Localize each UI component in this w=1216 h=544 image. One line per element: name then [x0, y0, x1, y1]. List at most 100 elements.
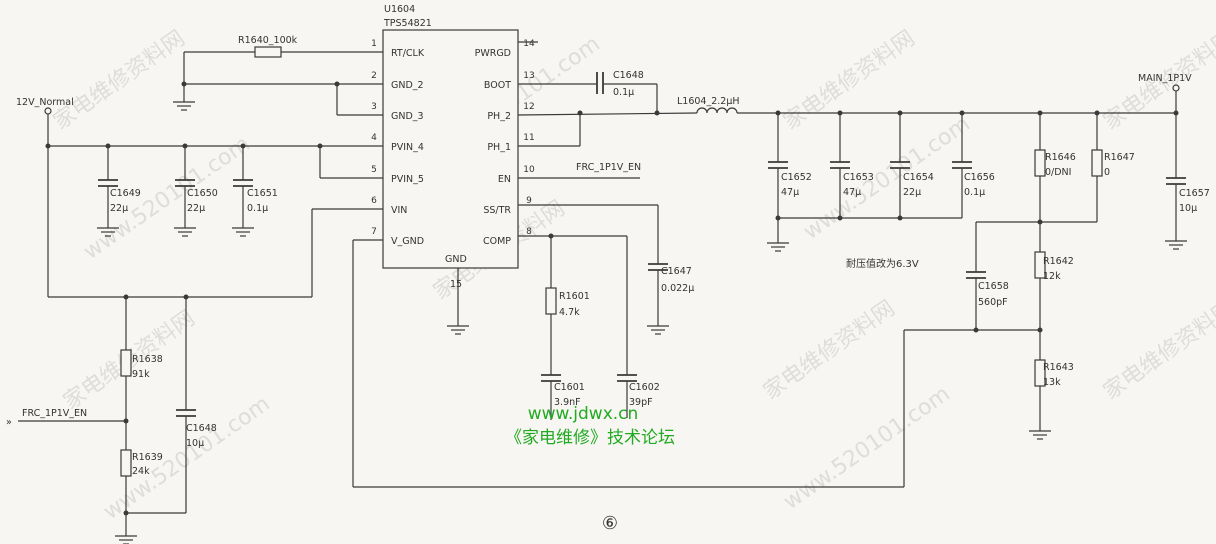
watermark-cn: 家电维修资料网 — [759, 296, 900, 405]
pin-name-pvin-4: PVIN_4 — [391, 142, 424, 153]
pin-name-boot: BOOT — [484, 80, 511, 91]
pin-name-pwrgd: PWRGD — [475, 48, 511, 59]
c1649-ref: C1649 — [110, 188, 141, 199]
c1602-ref: C1602 — [629, 382, 660, 393]
inductor-label: L1604_2.2μH — [677, 96, 740, 107]
r1643-ref: R1643 — [1043, 362, 1074, 373]
c1649-value: 22μ — [110, 203, 128, 214]
figure-number: ⑥ — [602, 513, 618, 534]
r1642-ref: R1642 — [1043, 256, 1074, 267]
r1638-value: 91k — [132, 369, 150, 380]
pin-number: 10 — [523, 165, 535, 175]
annotations: www.jdwx.cn 《家电维修》技术论坛 ⑥ — [505, 404, 675, 534]
c1652-ref: C1652 — [781, 172, 812, 183]
c1648-boot-ref: C1648 — [613, 70, 644, 81]
watermark-cn: 家电维修资料网 — [1099, 296, 1216, 405]
c1657-value: 10μ — [1179, 203, 1197, 214]
r1601-value: 4.7k — [559, 307, 580, 318]
c1651-ref: C1651 — [247, 188, 278, 199]
watermark-num: www.520101.com — [779, 381, 955, 514]
pin-number: 4 — [371, 133, 377, 143]
c1650-value: 22μ — [187, 203, 205, 214]
c1653-ref: C1653 — [843, 172, 874, 183]
output-stage: L1604_2.2μH C1652 47μ C1653 47μ C1654 22… — [677, 73, 1210, 440]
net-12v-terminal — [44, 107, 52, 115]
left-wiring: R1640_100k 12V_Normal C1649 22μ — [6, 35, 905, 544]
c1656-ref: C1656 — [964, 172, 995, 183]
pin-number: 13 — [523, 71, 534, 81]
r1647-ref: R1647 — [1104, 152, 1135, 163]
net-12v-label: 12V_Normal — [16, 97, 74, 108]
r1647-value: 0 — [1104, 167, 1110, 178]
c1658-ref: C1658 — [978, 281, 1009, 292]
r1646-ref: R1646 — [1045, 152, 1076, 163]
pin-number: 6 — [371, 196, 377, 206]
pin-name-gnd-2: GND_2 — [391, 80, 424, 91]
r1646-value: 0/DNI — [1045, 167, 1071, 178]
ic-ref-label: U1604 — [384, 4, 415, 15]
ic-left-pins: RT/CLK GND_2 GND_3 PVIN_4 PVIN_5 VIN V_G… — [371, 39, 425, 247]
c1602-value: 39pF — [629, 397, 653, 408]
c1601-ref: C1601 — [554, 382, 585, 393]
net-enable-input-label: FRC_1P1V_EN — [22, 408, 87, 419]
c1647-value: 0.022μ — [661, 283, 694, 294]
voltage-note: 耐压值改为6.3V — [846, 257, 919, 270]
pin-number: 7 — [371, 227, 377, 237]
pin-name-v-gnd: V_GND — [391, 236, 424, 247]
pin-name-ph-2: PH_2 — [487, 111, 511, 122]
c1648-en-value: 10μ — [186, 438, 204, 449]
c1658-value: 560pF — [978, 297, 1008, 308]
c1653-value: 47μ — [843, 187, 861, 198]
watermark-num: www.520101.com — [799, 111, 975, 244]
c1648-en-ref: C1648 — [186, 423, 217, 434]
c1647-ref: C1647 — [661, 266, 692, 277]
forum-name: 《家电维修》技术论坛 — [505, 428, 675, 448]
pin-number: 8 — [526, 227, 532, 237]
ic-body — [382, 29, 519, 269]
pin-name-comp: COMP — [483, 236, 511, 247]
pin-number: 11 — [523, 133, 534, 143]
r1639-value: 24k — [132, 466, 150, 477]
resistor-r1640 — [254, 46, 282, 58]
c1601-value: 3.9nF — [554, 397, 581, 408]
r1642-value: 12k — [1043, 271, 1061, 282]
pin-number: 14 — [523, 39, 535, 49]
pin-name-ss-tr: SS/TR — [483, 205, 511, 216]
pin-number: 12 — [523, 102, 534, 112]
pin-number: 9 — [526, 196, 532, 206]
ic-part-label: TPS54821 — [383, 18, 432, 29]
ic-gnd-pin-number: 15 — [450, 279, 462, 290]
pin-name-pvin-5: PVIN_5 — [391, 174, 424, 185]
net-output-label: MAIN_1P1V — [1138, 73, 1192, 84]
pin-name-gnd-3: GND_3 — [391, 111, 424, 122]
pin-number: 5 — [371, 165, 377, 175]
c1648-boot-value: 0.1μ — [613, 87, 634, 98]
c1654-value: 22μ — [903, 187, 921, 198]
pin-number: 3 — [371, 102, 377, 112]
site-url: www.jdwx.cn — [528, 404, 639, 424]
watermark-cn: 家电维修资料网 — [49, 26, 190, 135]
net-enable-pin-label: FRC_1P1V_EN — [576, 162, 641, 173]
ic-u1604: U1604 TPS54821 GND 15 RT/CLK GND_2 GND_3… — [371, 4, 535, 335]
r1640-label: R1640_100k — [238, 35, 298, 46]
pin-name-rt-clk: RT/CLK — [391, 48, 425, 59]
r1643-value: 13k — [1043, 377, 1061, 388]
r1638-ref: R1638 — [132, 354, 163, 365]
pin-name-ph-1: PH_1 — [487, 142, 511, 153]
inductor-l1604 — [696, 107, 738, 114]
ic-right-wiring: C1648 0.1μ FRC_1P1V_EN C1647 0.022μ R160… — [517, 41, 698, 420]
r1601-ref: R1601 — [559, 291, 590, 302]
r1639-ref: R1639 — [132, 452, 163, 463]
c1650-ref: C1650 — [187, 188, 218, 199]
watermark-num: www.520101.com — [79, 131, 255, 264]
pin-name-en: EN — [498, 174, 511, 185]
pin-name-vin: VIN — [391, 205, 407, 216]
c1656-value: 0.1μ — [964, 187, 985, 198]
c1657-ref: C1657 — [1179, 188, 1210, 199]
pin-number: 2 — [371, 71, 377, 81]
ic-gnd-label: GND — [445, 254, 467, 265]
ic-right-pins: PWRGD BOOT PH_2 PH_1 EN SS/TR COMP 14 13… — [475, 39, 535, 247]
enable-input-arrow: » — [6, 417, 12, 428]
pin-number: 1 — [371, 39, 377, 49]
